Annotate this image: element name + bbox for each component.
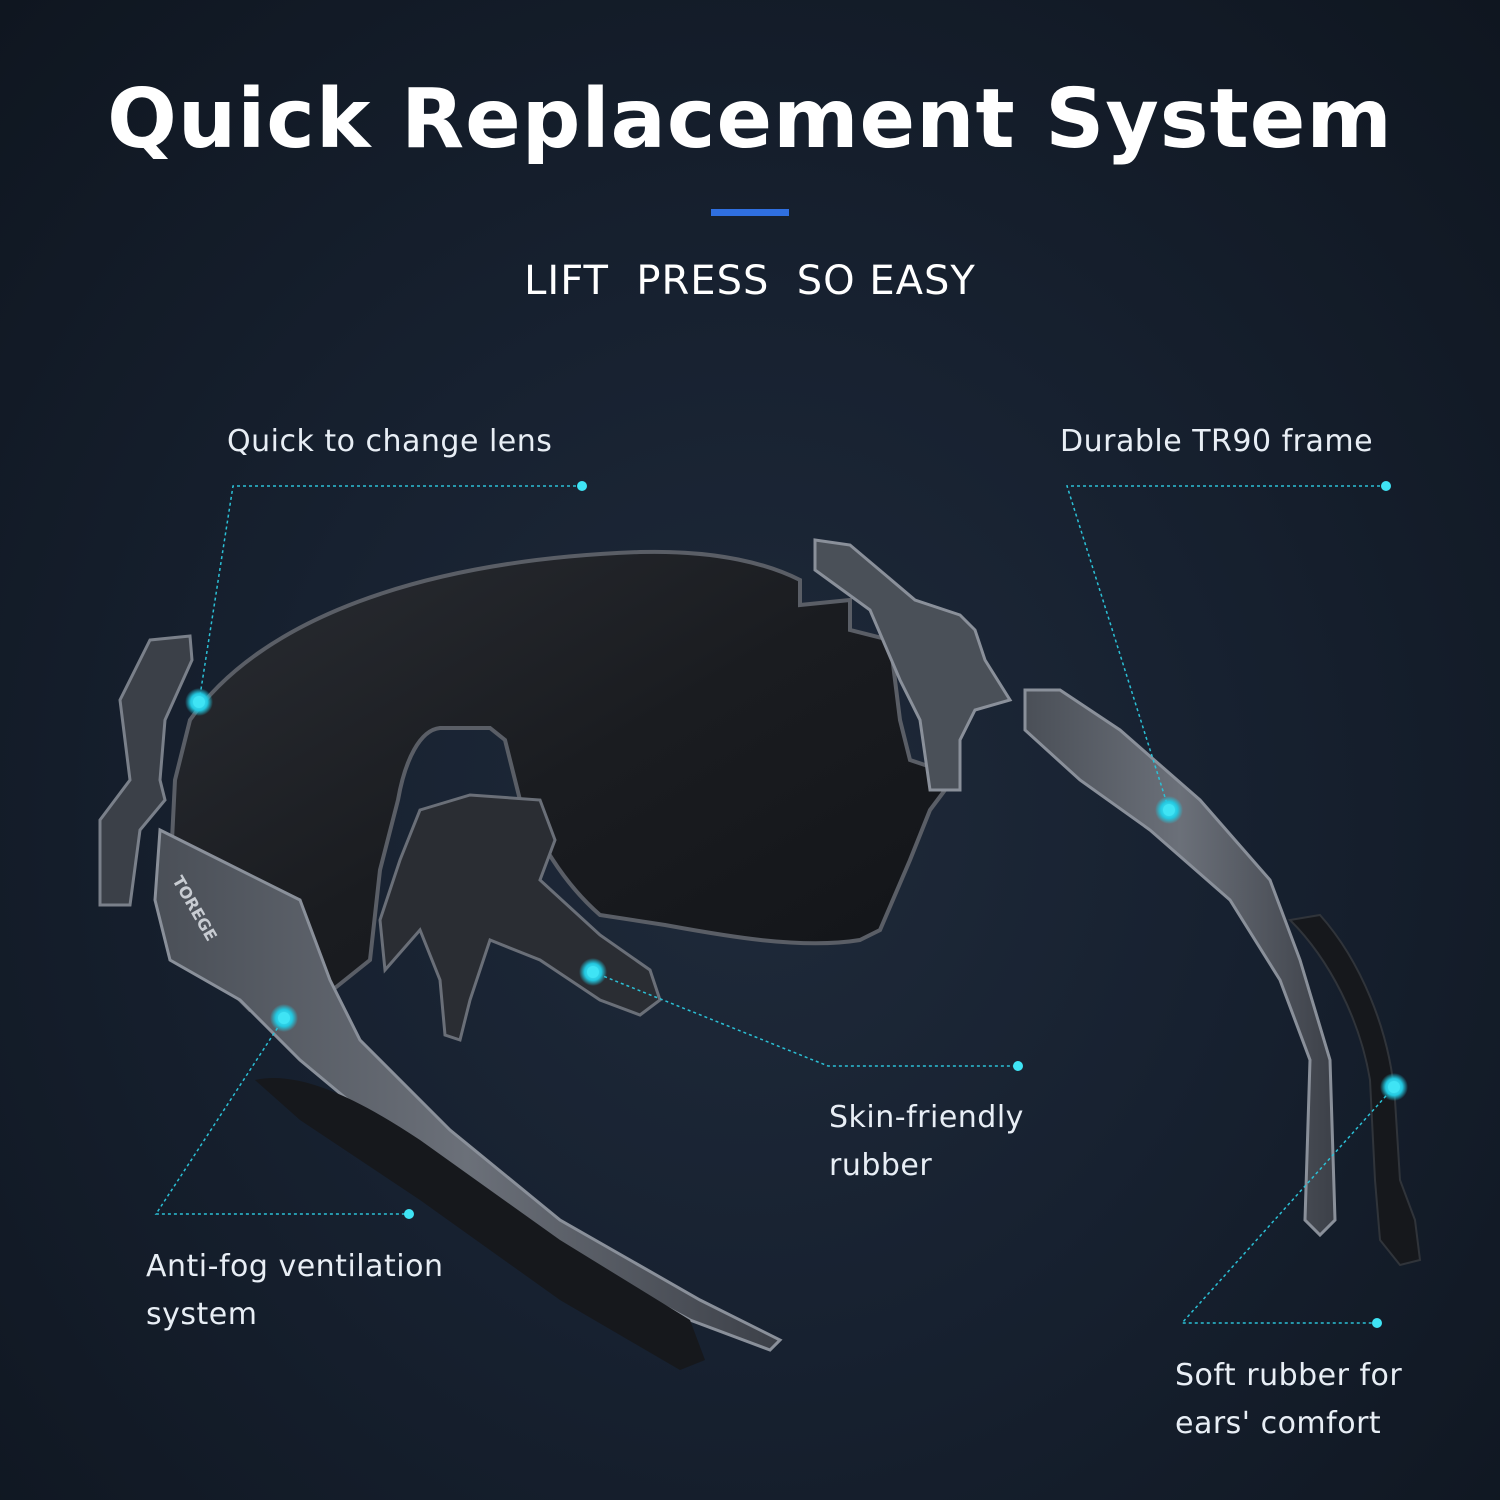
- callout-lines: [154, 485, 1395, 1324]
- left-hinge: [98, 634, 194, 907]
- callout-nose-line-2: rubber: [829, 1148, 933, 1183]
- callout-nose-line-1: Skin-friendly: [829, 1100, 1024, 1135]
- callout-frame: Durable TR90 frame: [1060, 424, 1374, 459]
- callout-vent: Anti-fog ventilation system: [146, 1243, 443, 1339]
- callout-vent-line-1: Anti-fog ventilation: [146, 1249, 444, 1284]
- page-title: Quick Replacement System: [107, 72, 1393, 167]
- callout-ears-line-1: Soft rubber for: [1175, 1358, 1403, 1393]
- lens-shape: [167, 549, 948, 1013]
- title-accent-bar: [711, 209, 789, 216]
- callout-nose: Skin-friendly rubber: [829, 1094, 1024, 1190]
- callout-lens: Quick to change lens: [227, 424, 553, 459]
- callout-ears: Soft rubber for ears' comfort: [1175, 1352, 1402, 1448]
- left-ear-rubber: [255, 1078, 705, 1370]
- right-temple: [1023, 688, 1337, 1238]
- page-subtitle: LIFT PRESS SO EASY: [524, 258, 976, 304]
- left-temple: [153, 827, 783, 1352]
- right-hinge: [813, 538, 1013, 792]
- callout-dots: [185, 481, 1408, 1328]
- right-ear-rubber: [1287, 913, 1422, 1267]
- callout-ears-line-2: ears' comfort: [1175, 1406, 1382, 1441]
- callout-vent-line-2: system: [146, 1297, 258, 1332]
